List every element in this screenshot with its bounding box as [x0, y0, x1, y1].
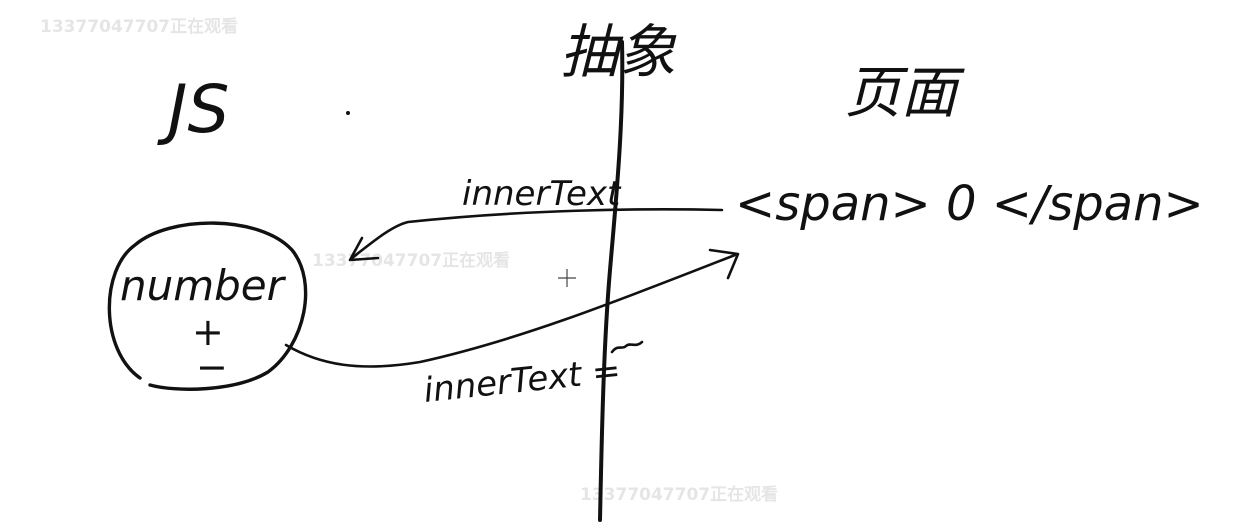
read-arrow-head — [348, 236, 380, 262]
write-value-squiggle — [610, 340, 644, 354]
js-op-minus: − — [196, 345, 228, 389]
js-variable-number: number — [120, 261, 287, 310]
cursor-crosshair-icon — [558, 269, 576, 287]
write-arrow-line — [284, 253, 737, 368]
center-label-abstraction: 抽象 — [560, 18, 677, 86]
left-label-js: JS — [157, 71, 229, 148]
read-arrow-label: innerText — [462, 174, 622, 214]
abstraction-divider-line — [598, 40, 625, 522]
js-op-plus: + — [192, 310, 224, 354]
right-label-page: 页面 — [845, 61, 965, 126]
stray-dot — [346, 111, 350, 115]
read-arrow-line — [350, 208, 724, 260]
js-variable-circle — [107, 221, 308, 391]
page-span-element: <span> 0 </span> — [735, 176, 1204, 232]
write-arrow-head — [708, 248, 740, 280]
write-arrow-label: innerText = — [422, 351, 623, 411]
